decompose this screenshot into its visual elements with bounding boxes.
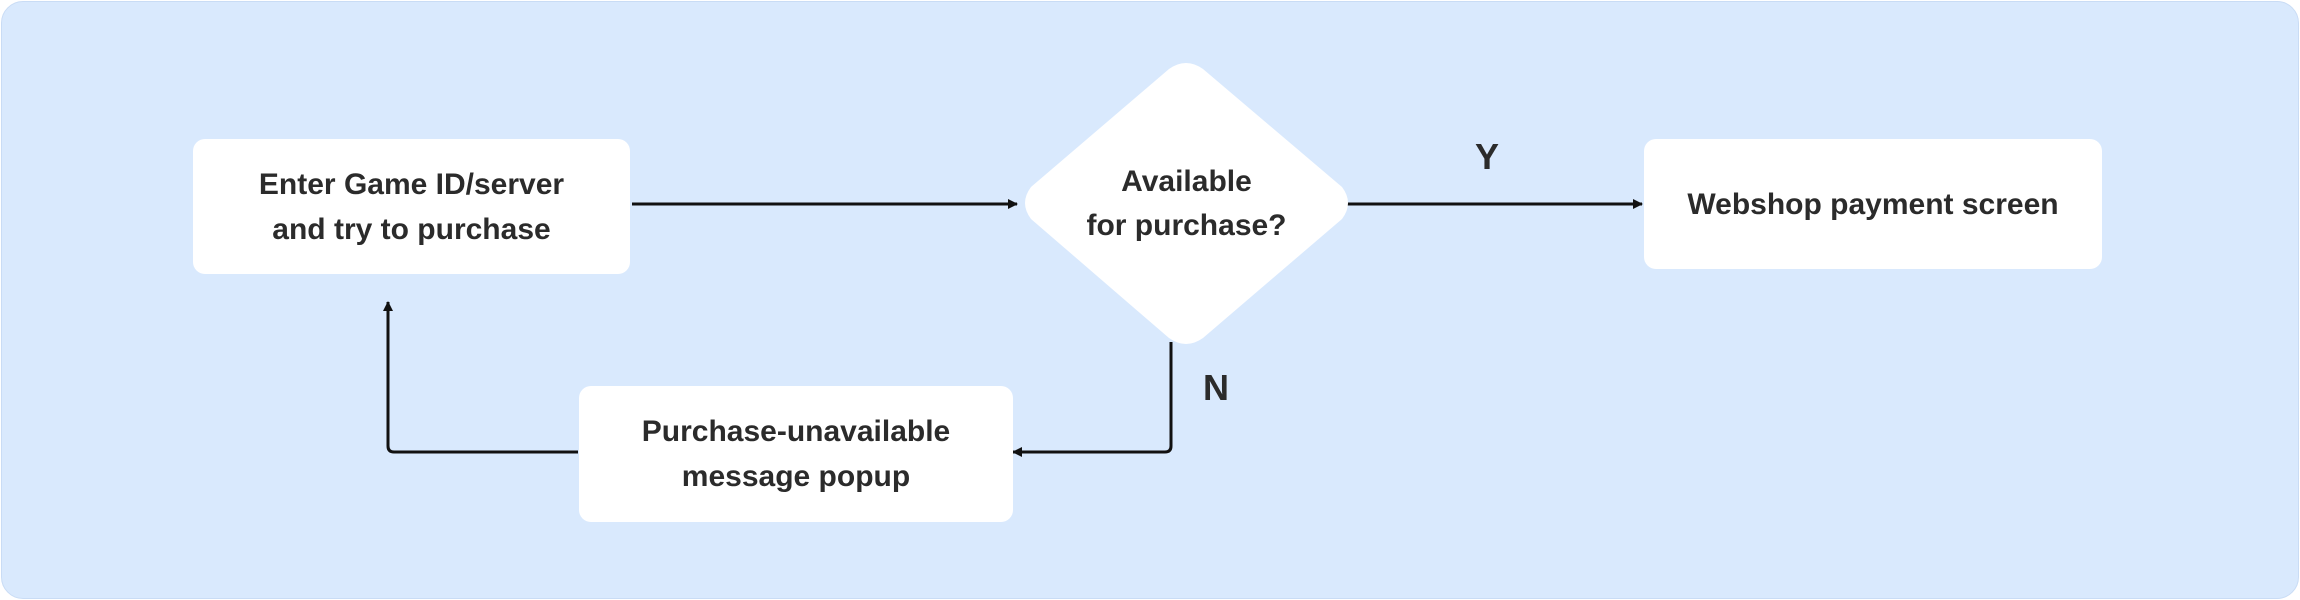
node-purchase-unavailable: Purchase-unavailable message popup — [579, 386, 1013, 522]
node-webshop-payment-label: Webshop payment screen — [1687, 187, 2059, 221]
edge-unavailable-to-enter — [383, 301, 578, 454]
edge-label-yes: Y — [1475, 136, 1500, 177]
node-available-decision: Available for purchase? — [1019, 63, 1354, 344]
node-webshop-payment: Webshop payment screen — [1644, 139, 2102, 269]
node-enter-game-id: Enter Game ID/server and try to purchase — [193, 139, 630, 274]
edge-label-no: N — [1203, 367, 1229, 408]
edge-available-to-unavailable — [1012, 342, 1173, 457]
node-enter-game-id-label: Enter Game ID/server and try to purchase — [258, 167, 565, 246]
node-available-decision-label: Available for purchase? — [1086, 164, 1287, 242]
node-purchase-unavailable-label: Purchase-unavailable message popup — [641, 415, 951, 493]
